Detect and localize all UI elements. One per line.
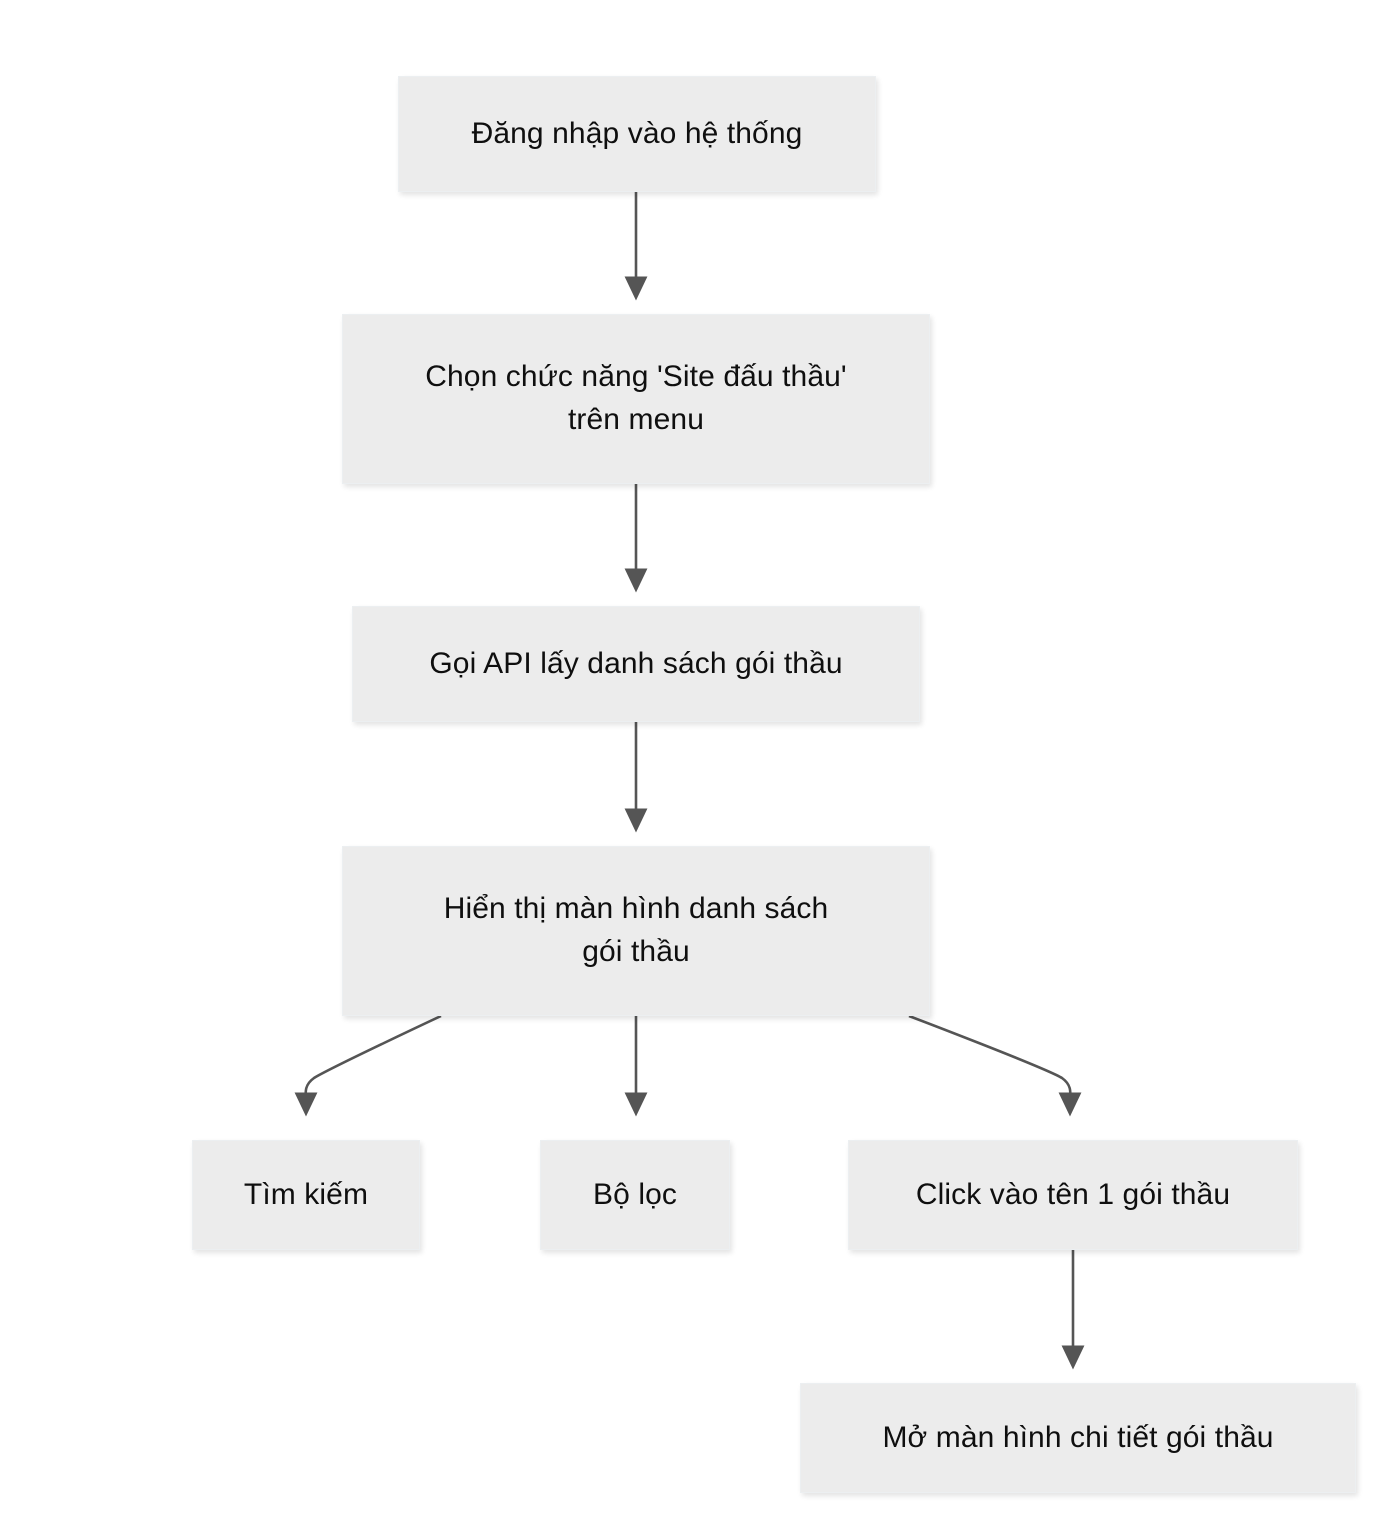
node-search[interactable]: Tìm kiếm — [192, 1140, 420, 1250]
node-click-package-name[interactable]: Click vào tên 1 gói thầu — [848, 1140, 1298, 1250]
edge-show-to-click — [908, 1014, 1082, 1117]
node-open-detail-screen-label: Mở màn hình chi tiết gói thầu — [882, 1420, 1274, 1454]
node-choose-function-label: Chọn chức năng 'Site đấu thầu' trên menu — [425, 360, 847, 436]
node-show-list-screen[interactable]: Hiển thị màn hình danh sách gói thầu — [342, 846, 930, 1016]
node-filter-label: Bộ lọc — [593, 1177, 677, 1211]
node-open-detail-screen[interactable]: Mở màn hình chi tiết gói thầu — [800, 1383, 1356, 1493]
node-call-api[interactable]: Gọi API lấy danh sách gói thầu — [352, 606, 920, 722]
node-choose-function[interactable]: Chọn chức năng 'Site đấu thầu' trên menu — [342, 314, 930, 484]
node-login-label: Đăng nhập vào hệ thống — [471, 116, 803, 150]
node-click-package-name-label: Click vào tên 1 gói thầu — [915, 1177, 1231, 1211]
node-filter[interactable]: Bộ lọc — [540, 1140, 730, 1250]
node-login[interactable]: Đăng nhập vào hệ thống — [398, 76, 876, 192]
node-call-api-label: Gọi API lấy danh sách gói thầu — [429, 646, 843, 680]
node-show-list-screen-label: Hiển thị màn hình danh sách gói thầu — [443, 892, 829, 968]
edge-show-to-search — [294, 1014, 442, 1117]
node-search-label: Tìm kiếm — [243, 1177, 369, 1211]
